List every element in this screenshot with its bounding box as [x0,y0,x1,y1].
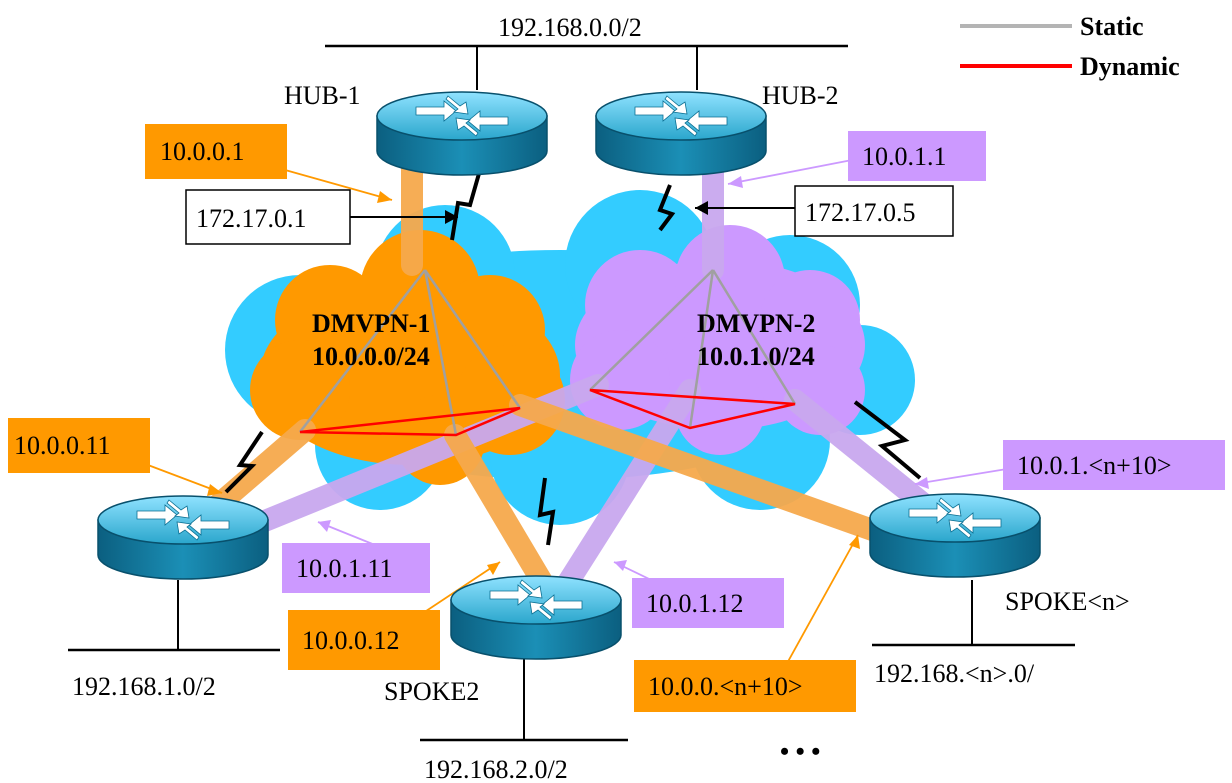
spoke2-t2-box [632,578,784,628]
hub1-public-box [185,189,351,245]
spoken-t2-address: 10.0.1.<n+10> [1017,451,1172,480]
spoken-t1-box [634,660,856,712]
router-spoke-1 [97,495,269,580]
router-spoke-2 [450,575,622,660]
spoke2-t1-box [288,610,440,670]
spoke1-t2-address: 10.0.1.11 [296,554,393,583]
router-spoke-n [869,493,1041,578]
arrow-heads [207,176,929,575]
dmvpn-1-name: DMVPN-1 [312,309,430,338]
hub2-tunnel-address: 10.0.1.1 [862,142,947,171]
serial-links [224,169,922,546]
static-tunnel-lines [299,269,797,436]
hub1-tunnel-address: 10.0.0.1 [160,137,245,166]
hub-lan-label: 192.168.0.0/2 [498,13,642,42]
hub-2-label: HUB-2 [762,81,839,110]
hub1-tunnel-box [145,124,287,179]
dmvpn-2-subnet: 10.0.1.0/24 [697,342,815,371]
hub2-public-address: 172.17.0.5 [805,198,916,227]
hub2-public-box [794,185,954,237]
hub-1-label: HUB-1 [284,81,361,110]
hub2-tunnel-box [848,131,986,181]
hub1-public-address: 172.17.0.1 [196,204,307,233]
spoken-t2-box [1003,440,1225,490]
dmvpn-2-name: DMVPN-2 [697,309,815,338]
spoke2-t2-address: 10.0.1.12 [646,589,744,618]
more-spokes-ellipsis: • • • [780,737,820,766]
dmvpn-1-tunnels [207,154,889,606]
spoken-lan-label: 192.168.<n>.0/ [874,659,1035,688]
spoke2-t1-address: 10.0.0.12 [302,626,400,655]
router-hub-1 [376,91,548,176]
spoken-t1-address: 10.0.0.<n+10> [648,672,803,701]
spoke1-t2-box [282,543,430,593]
spoke2-label: SPOKE2 [384,677,479,706]
hub-lan-segment [325,44,848,90]
spoke1-t1-address: 10.0.0.11 [14,431,111,460]
spoken-label: SPOKE<n> [1005,587,1130,616]
dmvpn-1-cloud [250,230,565,485]
router-hub-2 [595,91,767,176]
spoke2-lan-label: 192.168.2.0/2 [424,755,568,783]
legend-static-label: Static [1080,12,1144,41]
spoke1-lan-label: 192.168.1.0/2 [72,672,216,701]
legend: Static Dynamic [960,12,1180,81]
dynamic-tunnel-lines [299,388,796,437]
spoke1-t1-box [8,418,150,473]
dmvpn-1-subnet: 10.0.0.0/24 [312,342,430,371]
spoke-lan-segments [68,580,1075,742]
legend-dynamic-label: Dynamic [1080,52,1180,81]
